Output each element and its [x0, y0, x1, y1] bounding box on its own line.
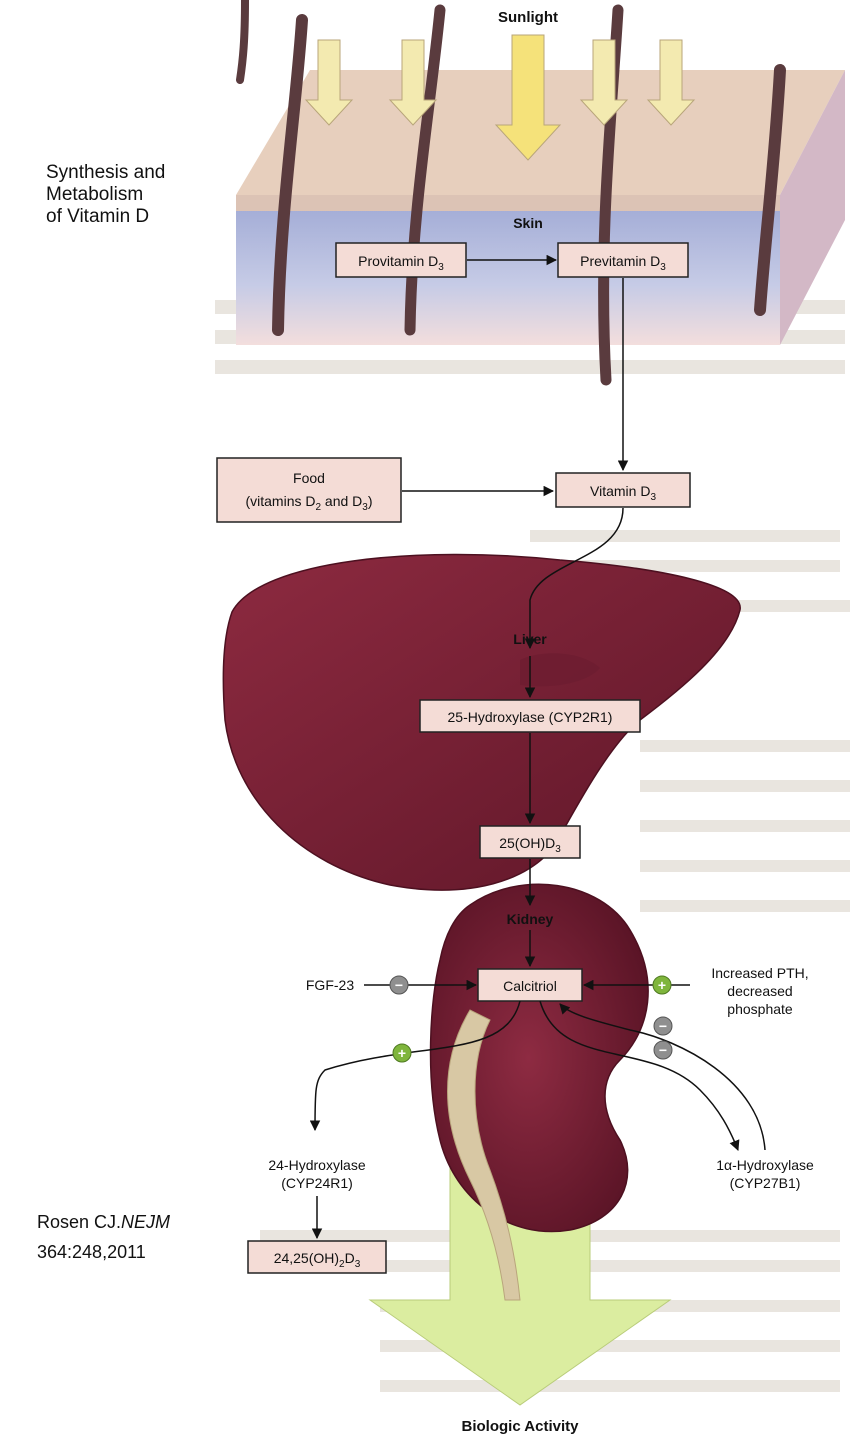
citation-line-1: Rosen CJ.NEJM [37, 1212, 170, 1232]
pth-label-line2: decreased [727, 983, 792, 999]
skin-label: Skin [513, 215, 543, 231]
calcitriol-box: Calcitriol [478, 969, 582, 1001]
side-title-line-2: Metabolism [46, 184, 165, 206]
svg-text:+: + [658, 977, 666, 993]
ohd3-box: 25(OH)D3 [480, 826, 580, 858]
biologic-activity-label: Biologic Activity [462, 1418, 580, 1435]
svg-text:Calcitriol: Calcitriol [503, 978, 557, 994]
svg-text:25-Hydroxylase (CYP2R1): 25-Hydroxylase (CYP2R1) [448, 709, 613, 725]
hydroxylase1a-label-line2: (CYP27B1) [730, 1175, 801, 1191]
hydroxylase24-label: 24-Hydroxylase [268, 1157, 365, 1173]
food-box: Food (vitamins D2 and D3) [217, 458, 401, 522]
svg-text:+: + [398, 1045, 406, 1061]
24hydroxylase-plus-marker: + [393, 1044, 411, 1062]
citation-ref: 364:248,2011 [37, 1242, 170, 1262]
prod24-box: 24,25(OH)2D3 [248, 1241, 386, 1273]
hydroxylase1a-label: 1α-Hydroxylase [716, 1157, 814, 1173]
citation: Rosen CJ.NEJM 364:248,2011 [37, 1212, 170, 1262]
1a-minus-marker-upper: − [654, 1017, 672, 1035]
kidney-label: Kidney [507, 911, 554, 927]
provitamin-box: Provitamin D3 [336, 243, 466, 277]
sunlight-label: Sunlight [498, 9, 558, 26]
side-title-line-1: Synthesis and [46, 162, 165, 184]
side-title-line-3: of Vitamin D [46, 206, 165, 228]
fgf23-minus-marker: − [390, 976, 408, 994]
vitamin-d3-box: Vitamin D3 [556, 473, 690, 507]
liver-label: Liver [513, 631, 547, 647]
citation-journal: NEJM [121, 1212, 170, 1232]
svg-text:−: − [395, 977, 403, 993]
svg-text:−: − [659, 1018, 667, 1034]
pth-plus-marker: + [653, 976, 671, 994]
fgf23-label: FGF-23 [306, 977, 354, 993]
citation-author: Rosen CJ. [37, 1212, 121, 1232]
svg-text:−: − [659, 1042, 667, 1058]
svg-text:Food: Food [293, 470, 325, 486]
1a-minus-marker-lower: − [654, 1041, 672, 1059]
pth-label: Increased PTH, [711, 965, 808, 981]
pth-label-line3: phosphate [727, 1001, 793, 1017]
previtamin-box: Previtamin D3 [558, 243, 688, 277]
side-title: Synthesis and Metabolism of Vitamin D [46, 162, 165, 228]
hydroxylase24-label-line2: (CYP24R1) [281, 1175, 353, 1191]
hydroxylase25-box: 25-Hydroxylase (CYP2R1) [420, 700, 640, 732]
